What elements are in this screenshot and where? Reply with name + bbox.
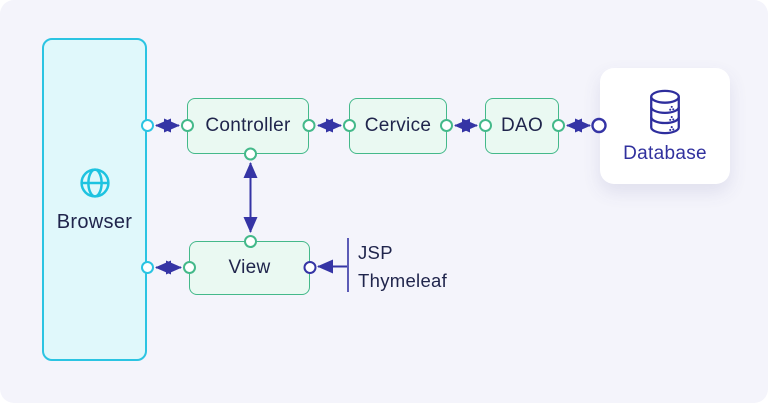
node-dao: DAO [485,98,559,154]
node-controller: Controller [187,98,309,154]
node-database-label: Database [623,142,707,164]
database-cylinder-icon [650,89,680,134]
node-service-label: Cervice [364,115,432,136]
globe-icon [79,168,110,198]
node-database: Database [600,68,730,184]
node-controller-label: Controller [205,115,291,136]
node-service: Cervice [349,98,447,154]
node-view: View [189,241,310,295]
node-browser: Browser [42,38,147,361]
node-dao-label: DAO [500,115,544,136]
node-browser-label: Browser [56,211,133,233]
node-view-label: View [228,257,271,278]
view-tech-thymeleaf-label: Thymeleaf [358,270,448,291]
view-tech-jsp-label: JSP [358,242,393,263]
